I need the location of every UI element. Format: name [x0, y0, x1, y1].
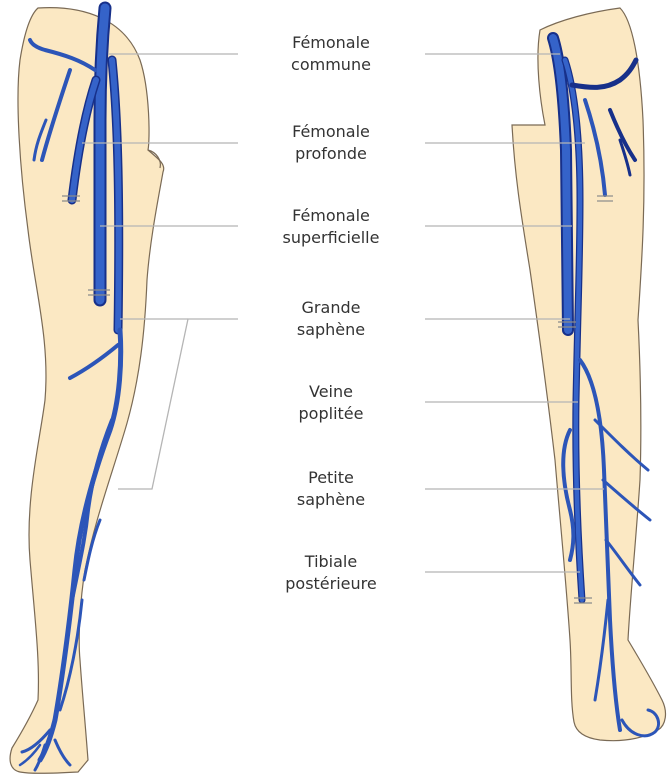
label-tibiale-posterieure: Tibiale postérieure [251, 551, 411, 595]
label-line: superficielle [251, 227, 411, 249]
label-line: Fémonale [251, 121, 411, 143]
label-line: poplitée [251, 403, 411, 425]
label-line: postérieure [251, 573, 411, 595]
label-line: saphène [251, 319, 411, 341]
label-grande-saphene: Grande saphène [251, 297, 411, 341]
label-line: Grande [251, 297, 411, 319]
front-leg [10, 8, 164, 774]
label-line: Veine [251, 381, 411, 403]
label-petite-saphene: Petite saphène [251, 467, 411, 511]
label-femorale-profonde: Fémonale profonde [251, 121, 411, 165]
label-femorale-commune: Fémonale commune [251, 32, 411, 76]
label-veine-poplitee: Veine poplitée [251, 381, 411, 425]
label-femorale-superficielle: Fémonale superficielle [251, 205, 411, 249]
label-line: Tibiale [251, 551, 411, 573]
label-line: Fémonale [251, 205, 411, 227]
label-line: commune [251, 54, 411, 76]
label-line: Fémonale [251, 32, 411, 54]
label-line: Petite [251, 467, 411, 489]
back-leg [512, 8, 665, 741]
label-line: profonde [251, 143, 411, 165]
label-line: saphène [251, 489, 411, 511]
